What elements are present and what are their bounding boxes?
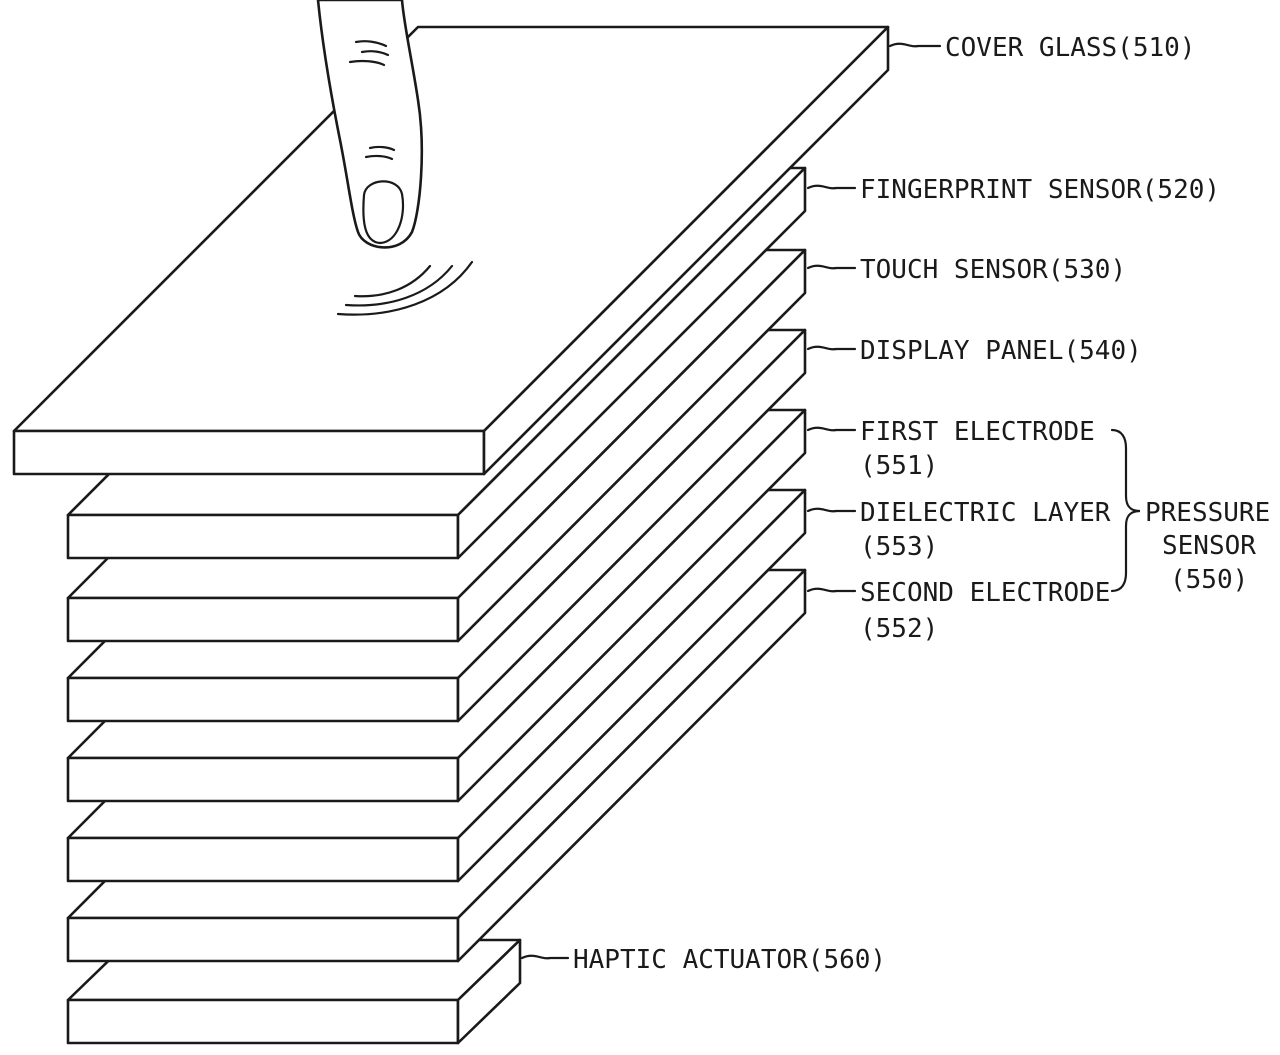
first-electrode-number: (551) <box>860 451 938 481</box>
pressure-sensor-number: (550) <box>1170 565 1248 595</box>
fingerprint-sensor-label: FINGERPRINT SENSOR(520) <box>860 175 1220 205</box>
cover-glass-label: COVER GLASS(510) <box>945 33 1195 63</box>
dielectric-layer-label: DIELECTRIC LAYER <box>860 498 1111 528</box>
dielectric-layer-number: (553) <box>860 532 938 562</box>
second-electrode-label: SECOND ELECTRODE <box>860 578 1110 608</box>
touch-sensor-label: TOUCH SENSOR(530) <box>860 255 1126 285</box>
pressure-sensor-brace <box>1110 428 1141 593</box>
pressure-sensor-label-line2: SENSOR <box>1162 531 1256 561</box>
first-electrode-label: FIRST ELECTRODE <box>860 417 1095 447</box>
leader-lines <box>520 42 942 960</box>
pressure-sensor-label: PRESSURE <box>1145 498 1270 528</box>
cover-glass-layer <box>12 25 890 476</box>
finger-illustration <box>316 0 424 249</box>
second-electrode-number: (552) <box>860 614 938 644</box>
haptic-actuator-label: HAPTIC ACTUATOR(560) <box>573 945 886 975</box>
touch-wave-icon <box>336 260 474 316</box>
display-panel-label: DISPLAY PANEL(540) <box>860 336 1142 366</box>
